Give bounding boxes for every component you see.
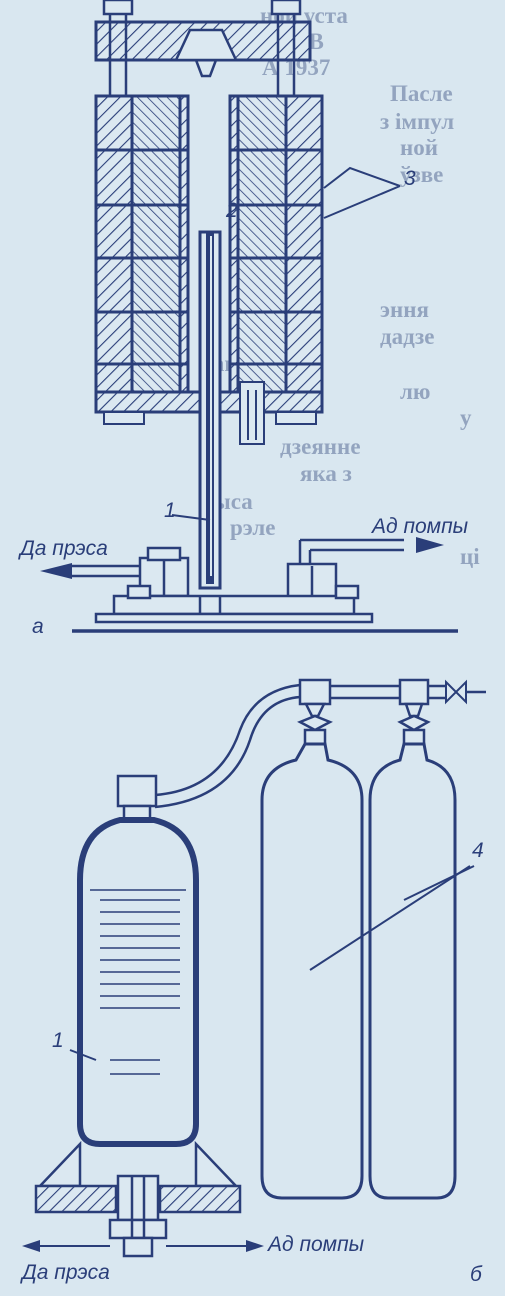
label-from-pump-a: Ад помпы bbox=[372, 515, 469, 538]
label-part-1-a: 1 bbox=[164, 499, 176, 522]
bg-line: ной bbox=[400, 135, 439, 160]
left-coil-stack bbox=[94, 94, 190, 394]
leader-1 bbox=[171, 514, 211, 521]
bottom-arrows bbox=[22, 1240, 264, 1252]
arrow-from-pump bbox=[416, 537, 444, 553]
pressure-tube bbox=[198, 230, 265, 590]
label-part-3: 3 bbox=[404, 167, 416, 190]
cylinder-valves bbox=[297, 702, 431, 746]
bg-line: Пасле bbox=[390, 81, 453, 106]
bg-line: у bbox=[460, 405, 472, 430]
label-to-press-a: Да прэса bbox=[20, 537, 108, 560]
label-part-2: 2 bbox=[226, 199, 238, 222]
base-flange bbox=[94, 584, 374, 624]
bg-line: дадзе bbox=[380, 324, 435, 349]
pipes bbox=[66, 538, 404, 578]
right-coil-stack bbox=[228, 94, 324, 394]
top-clamp-plate bbox=[94, 20, 312, 78]
leader-4 bbox=[309, 865, 475, 971]
vessel-support bbox=[34, 1140, 242, 1258]
liquid-fill-lines bbox=[100, 899, 180, 1075]
figure-b bbox=[22, 678, 486, 1258]
arrow-to-press bbox=[40, 563, 72, 579]
bg-line: яка з bbox=[300, 461, 352, 486]
bg-line: эння bbox=[380, 297, 429, 322]
figure-a bbox=[40, 0, 458, 633]
label-from-pump-b: Ад помпы bbox=[268, 1233, 365, 1256]
bg-line: ўзве bbox=[400, 162, 444, 187]
manifold bbox=[154, 678, 486, 809]
label-part-1-b: 1 bbox=[52, 1029, 64, 1052]
label-to-press-b: Да прэса bbox=[22, 1261, 110, 1284]
bg-line: лю bbox=[400, 379, 431, 404]
working-vessel bbox=[69, 774, 199, 1147]
leader-3 bbox=[323, 166, 401, 189]
bg-line: ці bbox=[460, 544, 480, 569]
bg-line: рэле bbox=[230, 515, 276, 540]
valve-blocks bbox=[138, 546, 338, 600]
bg-line: дзеянне bbox=[280, 434, 361, 459]
label-part-4: 4 bbox=[472, 839, 484, 862]
gas-cylinders bbox=[260, 742, 457, 1200]
label-panel-b: б bbox=[470, 1263, 482, 1286]
bg-line: з імпул bbox=[380, 109, 455, 134]
label-panel-a: а bbox=[32, 615, 44, 638]
